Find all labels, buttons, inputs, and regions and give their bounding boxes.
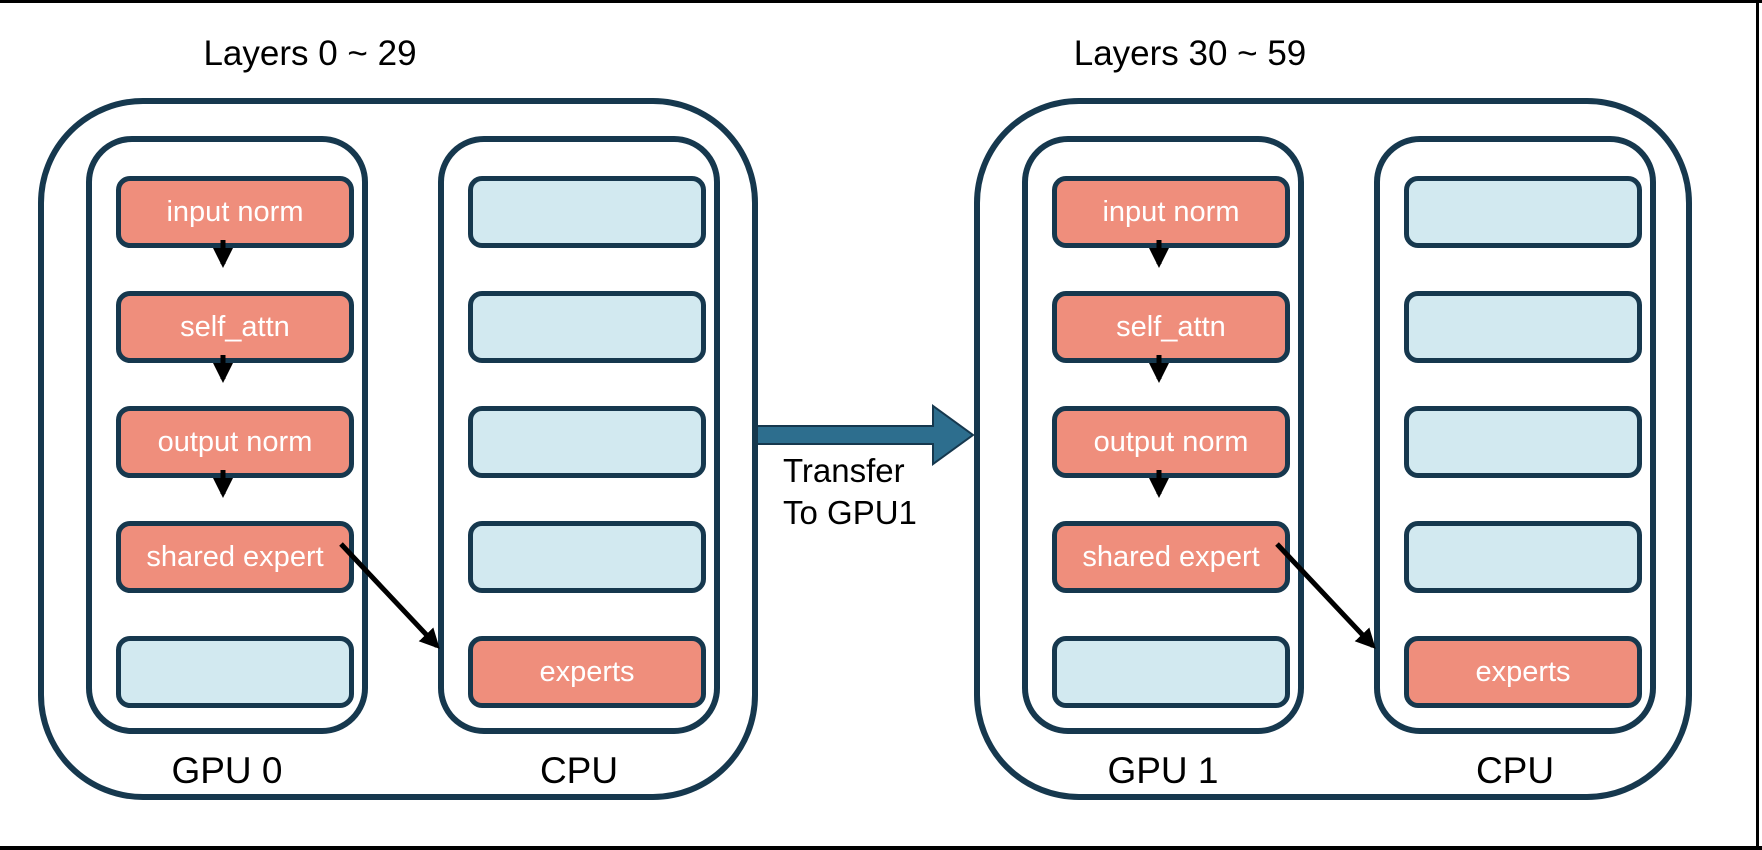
gpu1-column: input norm self_attn output norm shared …: [1022, 136, 1304, 734]
cpu-column-left: experts: [438, 136, 720, 734]
placeholder-box: [468, 406, 706, 478]
frame-border-right: [1756, 0, 1759, 850]
gpu1-label: GPU 1: [1107, 750, 1219, 791]
module-box-self-attn: self_attn: [116, 291, 354, 363]
placeholder-box: [1404, 521, 1642, 593]
placeholder-box: [1052, 636, 1290, 708]
layer-group-0-29-container: input norm self_attn output norm shared …: [38, 98, 758, 800]
layer-group-30-59-container: input norm self_attn output norm shared …: [974, 98, 1692, 800]
placeholder-box: [468, 176, 706, 248]
group-title-layers-0-29: Layers 0 ~ 29: [203, 34, 417, 73]
module-box-experts: experts: [468, 636, 706, 708]
transfer-label-line1: Transfer: [783, 452, 905, 489]
transfer-label-line2: To GPU1: [783, 494, 917, 531]
module-box-self-attn: self_attn: [1052, 291, 1290, 363]
module-box-output-norm: output norm: [1052, 406, 1290, 478]
placeholder-box: [468, 291, 706, 363]
cpu-column-right: experts: [1374, 136, 1656, 734]
transfer-label: Transfer To GPU1: [783, 450, 917, 534]
gpu0-label: GPU 0: [171, 750, 283, 791]
module-box-input-norm: input norm: [1052, 176, 1290, 248]
placeholder-box: [1404, 406, 1642, 478]
placeholder-box: [468, 521, 706, 593]
placeholder-box: [1404, 291, 1642, 363]
gpu0-column: input norm self_attn output norm shared …: [86, 136, 368, 734]
placeholder-box: [116, 636, 354, 708]
group-title-layers-30-59: Layers 30 ~ 59: [1073, 34, 1307, 73]
module-box-experts: experts: [1404, 636, 1642, 708]
cpu-label-right: CPU: [1475, 750, 1555, 791]
transfer-arrow-icon: [756, 404, 975, 466]
module-box-shared-expert: shared expert: [116, 521, 354, 593]
module-box-output-norm: output norm: [116, 406, 354, 478]
module-box-input-norm: input norm: [116, 176, 354, 248]
placeholder-box: [1404, 176, 1642, 248]
frame-border-bottom: [0, 846, 1762, 850]
cpu-label-left: CPU: [539, 750, 619, 791]
frame-border-top: [0, 0, 1762, 3]
module-box-shared-expert: shared expert: [1052, 521, 1290, 593]
